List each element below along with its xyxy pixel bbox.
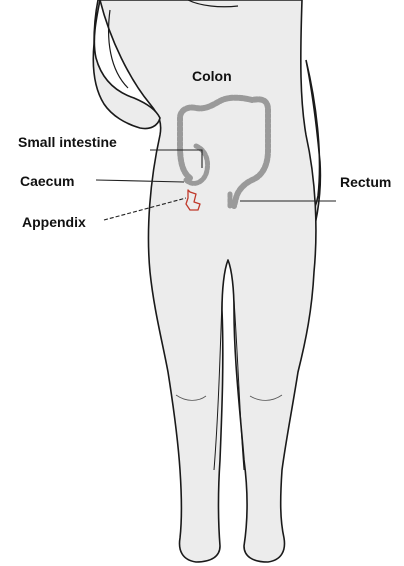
label-colon: Colon (192, 68, 232, 84)
label-caecum: Caecum (20, 173, 74, 189)
label-small-intestine: Small intestine (18, 134, 117, 150)
body-silhouette (100, 0, 316, 562)
label-rectum: Rectum (340, 174, 391, 190)
label-appendix: Appendix (22, 214, 86, 230)
